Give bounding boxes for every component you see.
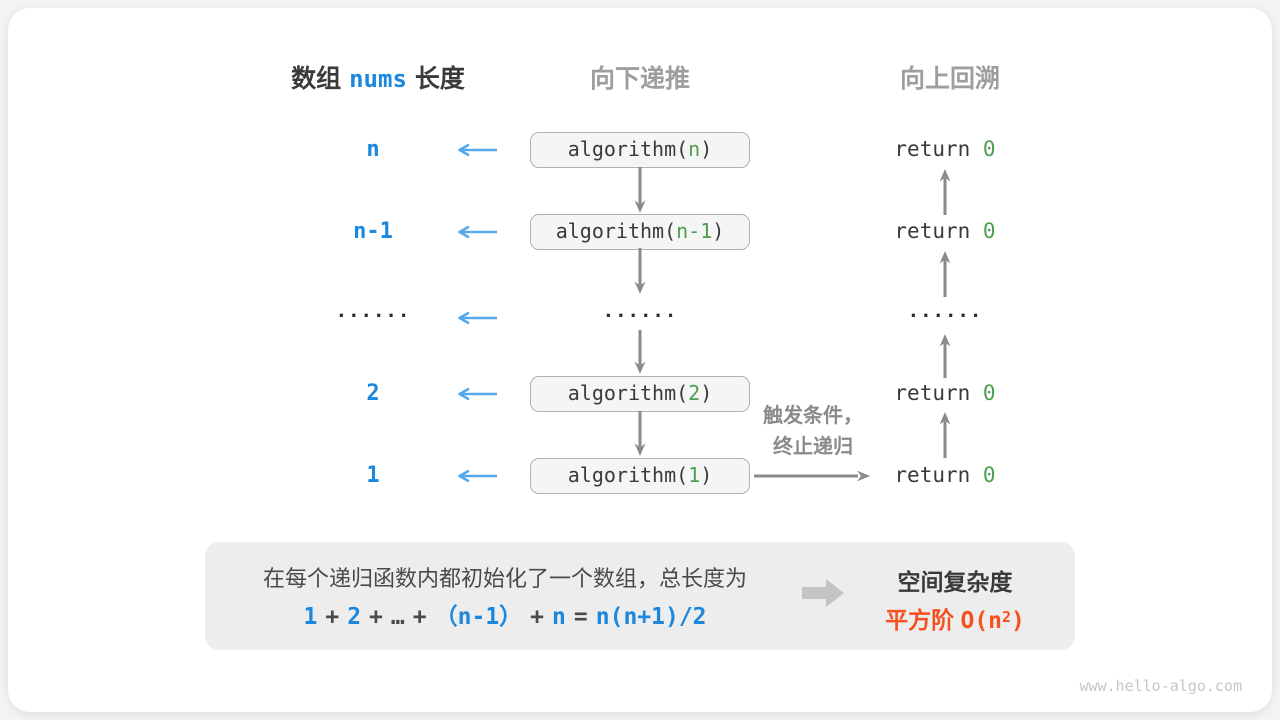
complexity-close-paren: ) — [1011, 608, 1025, 634]
return-statement: return 0 — [865, 463, 1025, 487]
length-label-n1: n-1 — [353, 219, 393, 244]
termination-note-line2: 终止递归 — [773, 436, 853, 458]
call-box-n1: algorithm(n-1) — [530, 214, 750, 250]
call-text: ) — [700, 381, 713, 405]
down-arrow-icon — [634, 248, 646, 294]
formula-token: （n-1） — [434, 604, 523, 630]
up-arrow-icon — [939, 251, 951, 297]
formula-token: + — [369, 604, 383, 630]
call-text: ) — [712, 219, 725, 243]
formula-token: + — [530, 604, 545, 630]
down-arrow-icon — [634, 411, 646, 456]
return-text: return — [894, 463, 983, 487]
watermark: www.hello-algo.com — [1079, 677, 1242, 695]
call-text: algorithm( — [567, 381, 689, 405]
summary-description: 在每个递归函数内都初始化了一个数组，总长度为 — [262, 566, 747, 591]
summary-formula: 1 +2 + … + （n-1） + n = n(n+1)/2 — [215, 597, 795, 631]
header-recurse-down: 向下递推 — [589, 65, 690, 93]
call-box-2: algorithm(2) — [530, 376, 750, 412]
return-statement: return 0 — [865, 381, 1025, 405]
call-text: algorithm( — [567, 463, 689, 487]
return-statement: return 0 — [865, 219, 1025, 243]
array-label-prefix: 数组 — [291, 65, 342, 93]
complexity-order-label: 平方阶 — [885, 607, 961, 633]
formula-token: n(n+1)/2 — [595, 604, 707, 630]
formula-token: + — [325, 604, 340, 630]
complexity-value: 平方阶 O(n2) — [855, 601, 1055, 635]
length-label-n: n — [366, 137, 380, 162]
call-param: 1 — [688, 463, 701, 487]
up-arrow-icon — [939, 412, 951, 458]
length-label-2: 2 — [366, 381, 380, 406]
termination-note-line1: 触发条件， — [763, 405, 863, 427]
call-ellipsis: ...... — [602, 300, 678, 322]
array-label-suffix: 长度 — [414, 65, 465, 93]
formula-token: + — [412, 604, 427, 630]
formula-token: 2 — [347, 604, 362, 630]
down-arrow-icon — [634, 330, 646, 374]
left-arrow-icon — [458, 311, 497, 325]
call-param: n — [688, 137, 701, 161]
return-value: 0 — [982, 137, 996, 161]
up-arrow-icon — [939, 334, 951, 378]
header-backtrack-up: 向上回溯 — [899, 65, 1000, 93]
return-value: 0 — [982, 463, 996, 487]
complexity-big-o: O(n — [960, 608, 1003, 634]
return-text: return — [894, 219, 983, 243]
formula-token: … — [390, 604, 405, 630]
return-text: return — [894, 381, 983, 405]
array-nums-code: nums — [349, 65, 407, 93]
call-text: ) — [700, 463, 713, 487]
formula-token: n — [552, 604, 566, 630]
complexity-title: 空间复杂度 — [897, 569, 1013, 595]
call-box-1: algorithm(1) — [530, 458, 750, 494]
right-arrow-icon — [754, 470, 870, 482]
formula-token: = — [573, 604, 588, 630]
call-text: algorithm( — [567, 137, 689, 161]
return-ellipsis: ...... — [907, 300, 983, 322]
call-text: algorithm( — [555, 219, 677, 243]
block-arrow-icon — [802, 579, 844, 607]
left-arrow-icon — [458, 387, 497, 401]
termination-note: 触发条件， 终止递归 — [752, 401, 874, 463]
return-statement: return 0 — [865, 137, 1025, 161]
up-arrow-icon — [939, 169, 951, 215]
complexity-exponent: 2 — [1002, 608, 1012, 626]
call-box-n: algorithm(n) — [530, 132, 750, 168]
formula-token: 1 — [303, 604, 318, 630]
left-arrow-icon — [458, 143, 497, 157]
call-param: 2 — [688, 381, 701, 405]
return-value: 0 — [982, 381, 996, 405]
summary-panel — [205, 542, 1075, 650]
length-ellipsis: ...... — [335, 300, 411, 322]
left-arrow-icon — [458, 225, 497, 239]
call-text: ) — [700, 137, 713, 161]
down-arrow-icon — [634, 167, 646, 213]
left-arrow-icon — [458, 469, 497, 483]
call-param: n-1 — [676, 219, 713, 243]
return-text: return — [894, 137, 983, 161]
return-value: 0 — [982, 219, 996, 243]
length-label-1: 1 — [366, 463, 380, 488]
